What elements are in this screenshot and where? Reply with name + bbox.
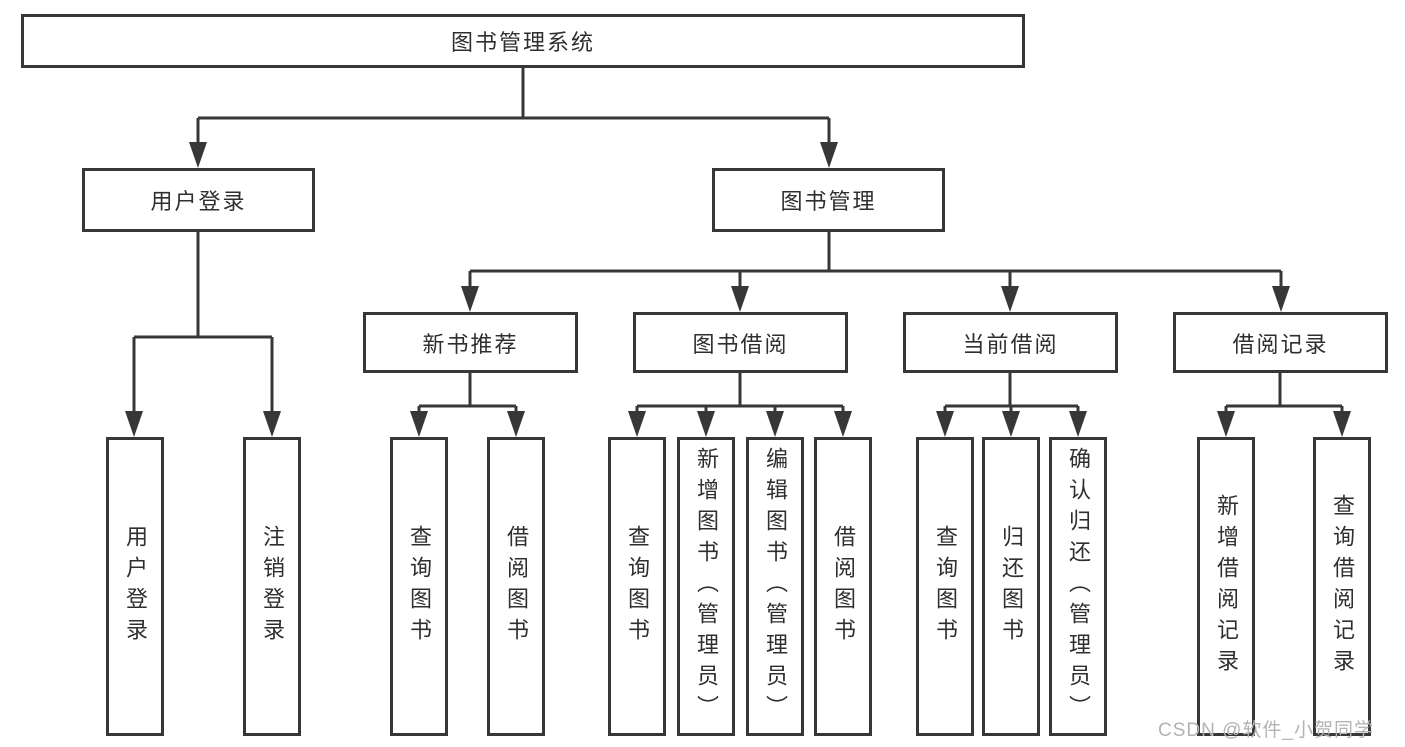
connector-bookmgmt-to-level3: [468, 232, 1283, 294]
connector-userlogin-to-leaves: [132, 232, 274, 419]
node-leaf-confirm-return-admin: 确认归还（管理员）: [1049, 437, 1107, 736]
arrow-down-icon: [834, 411, 852, 437]
node-user-login-label: 用户登录: [150, 189, 247, 214]
connector-borrow-to-leaves: [635, 373, 845, 419]
node-leaf-user-login: 用户登录: [106, 437, 164, 736]
arrow-down-icon: [1002, 411, 1020, 437]
node-leaf-add-book-admin: 新增图书（管理员）: [677, 437, 735, 736]
arrow-down-icon: [820, 142, 838, 168]
connector-records-to-leaves: [1224, 373, 1344, 419]
arrow-down-icon: [1069, 411, 1087, 437]
node-root: 图书管理系统: [21, 14, 1025, 68]
node-leaf-query-borrow-record: 查询借阅记录: [1313, 437, 1371, 736]
node-book-management-label: 图书管理: [780, 189, 877, 214]
connector-root-to-level2: [196, 68, 831, 150]
node-user-login: 用户登录: [82, 168, 315, 232]
node-leaf-return-book: 归还图书: [982, 437, 1040, 736]
node-borrow-records: 借阅记录: [1173, 312, 1388, 373]
node-current-borrow: 当前借阅: [903, 312, 1118, 373]
arrow-down-icon: [731, 286, 749, 312]
arrow-down-icon: [1001, 286, 1019, 312]
arrow-down-icon: [1217, 411, 1235, 437]
node-leaf-add-borrow-record: 新增借阅记录: [1197, 437, 1255, 736]
node-new-book-recommend: 新书推荐: [363, 312, 578, 373]
node-borrow-records-label: 借阅记录: [1232, 331, 1329, 357]
node-new-book-recommend-label: 新书推荐: [422, 331, 519, 357]
node-leaf-edit-book-admin: 编辑图书（管理员）: [746, 437, 804, 736]
arrow-down-icon: [628, 411, 646, 437]
csdn-watermark: CSDN @软件_小贺同学: [1158, 720, 1374, 741]
arrow-down-icon: [766, 411, 784, 437]
arrow-down-icon: [461, 286, 479, 312]
arrow-down-icon: [1333, 411, 1351, 437]
node-book-management: 图书管理: [712, 168, 945, 232]
node-book-borrow-label: 图书借阅: [692, 331, 789, 357]
node-leaf-query-book-borrow: 查询图书: [608, 437, 666, 736]
arrow-down-icon: [189, 142, 207, 168]
arrow-down-icon: [410, 411, 428, 437]
arrow-down-icon: [936, 411, 954, 437]
node-leaf-borrow-book-recommend: 借阅图书: [487, 437, 545, 736]
node-leaf-logout: 注销登录: [243, 437, 301, 736]
node-book-borrow: 图书借阅: [633, 312, 848, 373]
node-current-borrow-label: 当前借阅: [962, 331, 1059, 357]
arrowheads: [125, 142, 1351, 437]
node-root-label: 图书管理系统: [450, 30, 595, 55]
node-leaf-borrow-book: 借阅图书: [814, 437, 872, 736]
node-leaf-query-book-current: 查询图书: [916, 437, 974, 736]
arrow-down-icon: [507, 411, 525, 437]
arrow-down-icon: [697, 411, 715, 437]
arrow-down-icon: [263, 411, 281, 437]
arrow-down-icon: [1272, 286, 1290, 312]
arrow-down-icon: [125, 411, 143, 437]
connector-newrec-to-leaves: [417, 373, 518, 419]
node-leaf-query-book-recommend: 查询图书: [390, 437, 448, 736]
